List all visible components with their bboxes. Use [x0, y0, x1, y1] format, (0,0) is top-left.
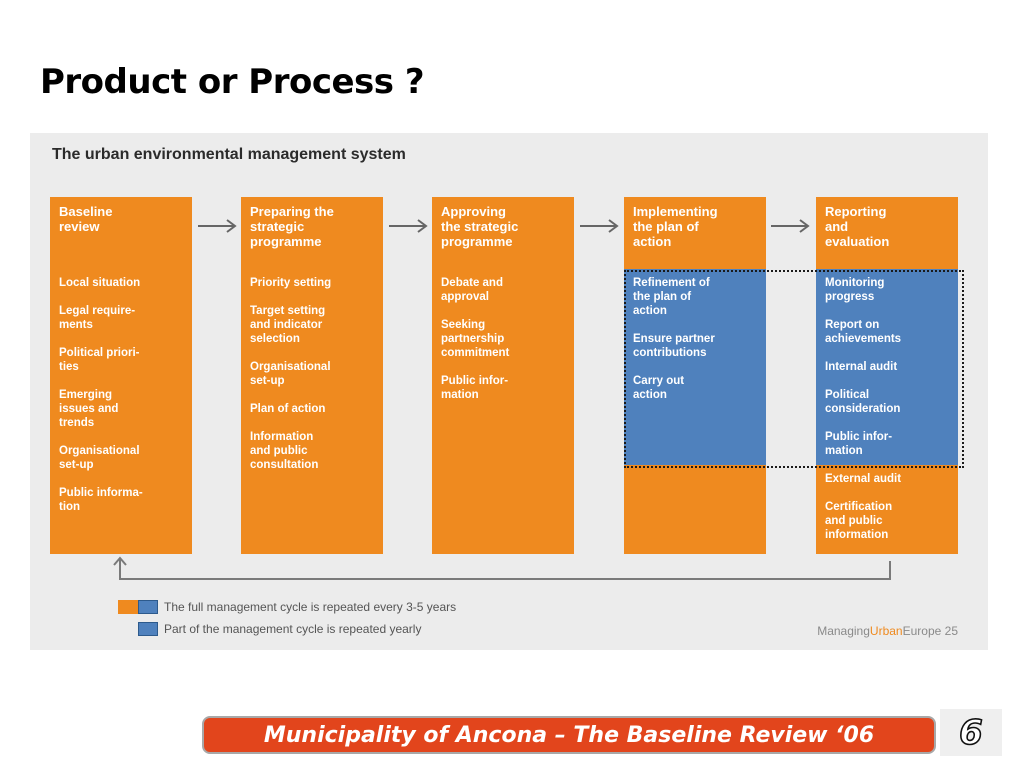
footer-banner: Municipality of Ancona – The Baseline Re…: [202, 716, 936, 754]
stage-yearly-items: Refinement of the plan of action Ensure …: [633, 276, 760, 416]
stage-item: Plan of action: [250, 403, 326, 415]
legend-swatch-blue: [138, 622, 158, 636]
stage-approving-programme: Approving the strategic programme Debate…: [432, 197, 574, 554]
brand-suffix: Europe 25: [902, 624, 958, 638]
flow-arrow-icon: [580, 219, 619, 233]
stage-implementing-plan: Implementing the plan of action Refineme…: [624, 197, 766, 554]
stage-item: Certification and public information: [825, 501, 893, 541]
stage-heading: Preparing the strategic programme: [250, 204, 334, 249]
legend-label: The full management cycle is repeated ev…: [164, 600, 457, 614]
legend-label: Part of the management cycle is repeated…: [164, 622, 422, 636]
legend-full-cycle: The full management cycle is repeated ev…: [118, 600, 456, 614]
cycle-return-arrow-icon: [113, 556, 891, 580]
stage-item: Priority setting: [250, 277, 332, 289]
stage-item: Monitoring progress: [825, 277, 885, 303]
yearly-cycle-frame: [624, 270, 964, 468]
stage-item: Organisational set-up: [59, 445, 140, 471]
flow-arrow-icon: [771, 219, 810, 233]
stage-item: Legal require- ments: [59, 305, 136, 331]
slide-title: Product or Process ?: [40, 62, 425, 102]
stage-items: Debate and approval Seeking partnership …: [441, 276, 568, 416]
diagram-title: The urban environmental management syste…: [52, 146, 406, 163]
stage-item: Seeking partnership commitment: [441, 319, 510, 359]
stage-item: Public infor- mation: [441, 375, 509, 401]
stage-item: Carry out action: [633, 375, 685, 401]
stage-item: Political priori- ties: [59, 347, 140, 373]
stage-item: Report on achievements: [825, 319, 902, 345]
diagram-panel: The urban environmental management syste…: [30, 133, 988, 650]
legend-swatch-blue: [138, 600, 158, 614]
brand-credit: ManagingUrbanEurope 25: [817, 624, 958, 638]
flow-arrow-icon: [389, 219, 428, 233]
page-number: 6: [940, 709, 1002, 756]
stage-item: Local situation: [59, 277, 141, 289]
stage-heading: Baseline review: [59, 204, 113, 234]
stage-item: Ensure partner contributions: [633, 333, 715, 359]
stage-heading: Approving the strategic programme: [441, 204, 519, 249]
stage-item: Information and public consultation: [250, 431, 319, 471]
brand-prefix: Managing: [817, 624, 870, 638]
stage-item: Refinement of the plan of action: [633, 277, 710, 317]
stage-item: Public infor- mation: [825, 431, 893, 457]
footer-text: Municipality of Ancona – The Baseline Re…: [263, 722, 875, 748]
stage-yearly-items: Monitoring progress Report on achievemen…: [825, 276, 952, 556]
stage-item: Political consideration: [825, 389, 901, 415]
yearly-cycle-block: [816, 269, 958, 465]
stage-item: Internal audit: [825, 361, 898, 373]
brand-accent: Urban: [869, 624, 903, 638]
stage-item: Public informa- tion: [59, 487, 143, 513]
stage-items: Local situation Legal require- ments Pol…: [59, 276, 186, 528]
legend-swatch-orange: [118, 600, 138, 614]
stage-item: Emerging issues and trends: [59, 389, 119, 429]
stage-item: Debate and approval: [441, 277, 503, 303]
stage-baseline-review: Baseline review Local situation Legal re…: [50, 197, 192, 554]
stage-item: Target setting and indicator selection: [250, 305, 326, 345]
legend-yearly: Part of the management cycle is repeated…: [138, 622, 421, 636]
stage-reporting-evaluation: Reporting and evaluation Monitoring prog…: [816, 197, 958, 554]
stage-heading: Implementing the plan of action: [633, 204, 718, 249]
stage-items: Priority setting Target setting and indi…: [250, 276, 377, 486]
yearly-cycle-block: [624, 269, 766, 465]
flow-arrow-icon: [198, 219, 237, 233]
stage-item: External audit: [825, 473, 902, 485]
stage-heading: Reporting and evaluation: [825, 204, 890, 249]
stage-preparing-programme: Preparing the strategic programme Priori…: [241, 197, 383, 554]
stage-item: Organisational set-up: [250, 361, 331, 387]
